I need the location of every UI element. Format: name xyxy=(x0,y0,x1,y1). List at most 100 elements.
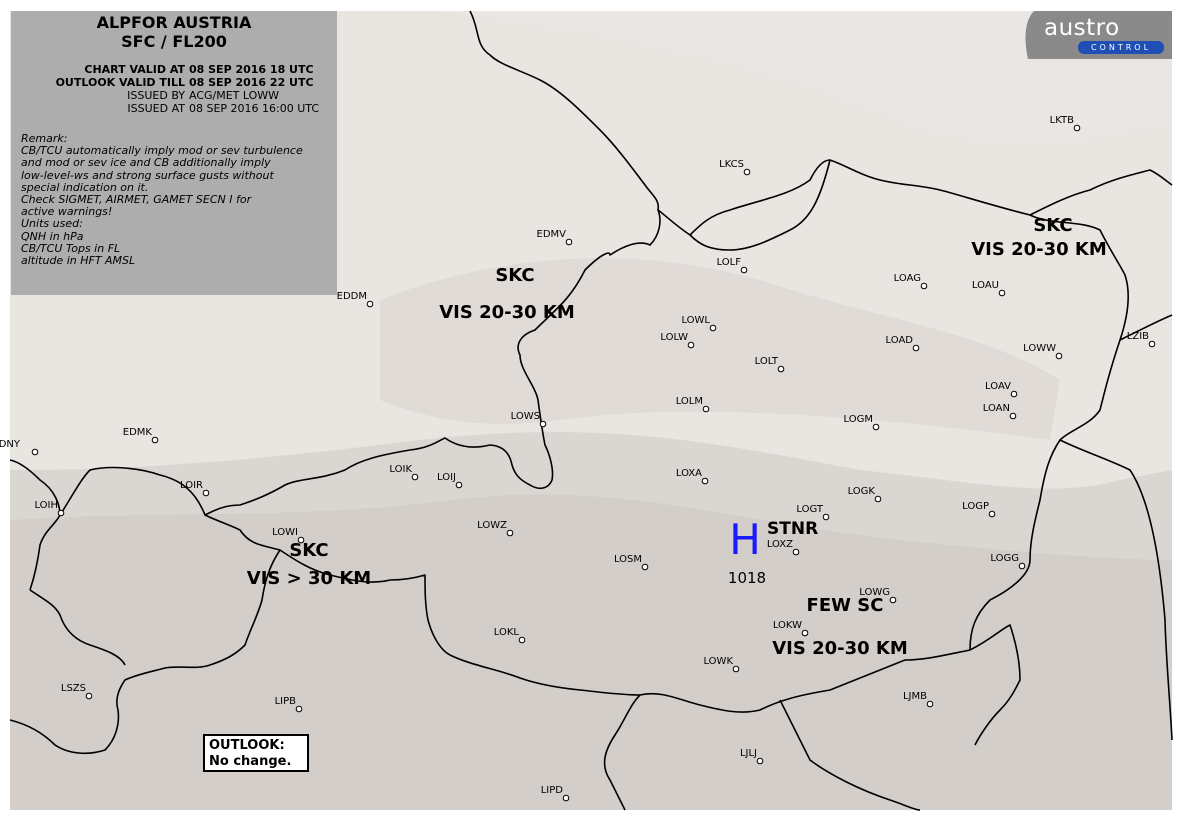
station-label: LOKW xyxy=(773,620,802,631)
outlook-title: OUTLOOK: xyxy=(209,738,285,753)
country-borders xyxy=(9,10,1173,811)
station-logp: LOGP xyxy=(962,501,996,518)
station-label: LIPB xyxy=(275,696,297,707)
station-dot xyxy=(701,477,709,485)
station-label: LSZS xyxy=(61,683,86,694)
station-lszs: LSZS xyxy=(61,683,93,700)
station-label: EDNY xyxy=(0,439,21,450)
station-label: LOWL xyxy=(681,315,710,326)
station-dot xyxy=(506,529,514,537)
logo-brand-text: austro xyxy=(1044,15,1120,41)
station-label: LOKL xyxy=(494,627,520,638)
station-dot xyxy=(1009,412,1017,420)
station-label: LOWK xyxy=(703,656,733,667)
station-lolt: LOLT xyxy=(755,356,785,373)
station-label: LOAG xyxy=(894,273,921,284)
terrain-shading xyxy=(10,11,1172,810)
remark-line: active warnings! xyxy=(21,205,113,219)
station-lowi: LOWI xyxy=(272,527,305,544)
station-loau: LOAU xyxy=(972,280,1006,297)
station-dot xyxy=(988,510,996,518)
station-dot xyxy=(709,324,717,332)
station-logk: LOGK xyxy=(848,486,882,503)
station-lowl: LOWL xyxy=(681,315,717,332)
station-label: LOIH xyxy=(34,500,58,511)
pressure-value: 1018 xyxy=(728,569,766,587)
station-lolm: LOLM xyxy=(676,396,710,413)
station-edmk: EDMK xyxy=(123,427,159,444)
station-logm: LOGM xyxy=(844,414,880,431)
station-label: LOXZ xyxy=(767,539,793,550)
station-dot xyxy=(792,548,800,556)
station-dot xyxy=(565,238,573,246)
station-label: LOGM xyxy=(844,414,873,425)
station-label: LOAV xyxy=(985,381,1011,392)
remark-line: QNH in hPa xyxy=(21,229,84,243)
outlook-box: OUTLOOK: No change. xyxy=(203,734,309,772)
station-dot xyxy=(874,495,882,503)
station-label: LOIR xyxy=(180,480,203,491)
station-dot xyxy=(998,289,1006,297)
station-label: LOLW xyxy=(660,332,688,343)
station-label: LKTB xyxy=(1050,115,1074,126)
station-loxa: LOXA xyxy=(676,468,709,485)
station-dot xyxy=(732,665,740,673)
station-dot xyxy=(889,596,897,604)
station-dot xyxy=(455,481,463,489)
remark-line: and mod or sev ice and CB additionally i… xyxy=(21,156,271,170)
remark-line: Remark: xyxy=(21,132,68,145)
station-lokl: LOKL xyxy=(494,627,526,644)
station-dot xyxy=(31,448,39,456)
station-dot xyxy=(411,473,419,481)
station-lokw: LOKW xyxy=(773,620,809,637)
validity-value: 08 SEP 2016 18 UTC xyxy=(189,63,314,76)
station-label: LOAN xyxy=(983,403,1010,414)
outlook-text: No change. xyxy=(209,754,292,769)
station-label: LOIJ xyxy=(437,472,456,483)
station-dot xyxy=(641,563,649,571)
station-loij: LOIJ xyxy=(437,472,463,489)
remark-line: low-level-ws and strong surface gusts wi… xyxy=(21,168,274,182)
station-dot xyxy=(872,423,880,431)
station-label: LOLT xyxy=(755,356,779,367)
logo-sub-text: CONTROL xyxy=(1078,41,1164,54)
remark-line: CB/TCU automatically imply mod or sev tu… xyxy=(21,144,303,158)
station-label: LOGT xyxy=(796,504,823,515)
station-loag: LOAG xyxy=(894,273,928,290)
remark-line: special indication on it. xyxy=(21,180,149,194)
remarks-block: Remark:CB/TCU automatically imply mod or… xyxy=(21,132,333,267)
station-dot xyxy=(297,536,305,544)
station-dot xyxy=(912,344,920,352)
station-lipd: LIPD xyxy=(541,785,570,802)
station-loww: LOWW xyxy=(1023,343,1063,360)
station-label: LOAD xyxy=(886,335,914,346)
remark-line: Check SIGMET, AIRMET, GAMET SECN I for xyxy=(21,193,252,207)
station-dot xyxy=(518,636,526,644)
station-dot xyxy=(926,700,934,708)
station-lzib: LZIB xyxy=(1127,331,1156,348)
high-pressure-symbol: H xyxy=(729,515,761,564)
station-label: LOWZ xyxy=(477,520,507,531)
station-label: LOLF xyxy=(717,257,742,268)
station-lktb: LKTB xyxy=(1050,115,1081,132)
station-label: LOWW xyxy=(1023,343,1056,354)
remark-line: CB/TCU Tops in FL xyxy=(21,241,121,255)
station-dot xyxy=(822,513,830,521)
station-label: LOIK xyxy=(389,464,412,475)
station-ljmb: LJMB xyxy=(903,691,934,708)
validity-value: ACG/MET LOWW xyxy=(189,89,280,102)
station-dot xyxy=(151,436,159,444)
chart-subtitle: SFC / FL200 xyxy=(121,32,227,51)
station-label: LOWG xyxy=(859,587,890,598)
station-label: EDMK xyxy=(123,427,153,438)
validity-label: ISSUED BY xyxy=(127,89,185,102)
station-lkcs: LKCS xyxy=(719,159,751,176)
station-label: LOGK xyxy=(848,486,876,497)
station-label: LOLM xyxy=(676,396,703,407)
station-label: LOGG xyxy=(990,553,1019,564)
station-label: LOWI xyxy=(272,527,298,538)
weather-area-sky: SKC xyxy=(289,540,328,561)
